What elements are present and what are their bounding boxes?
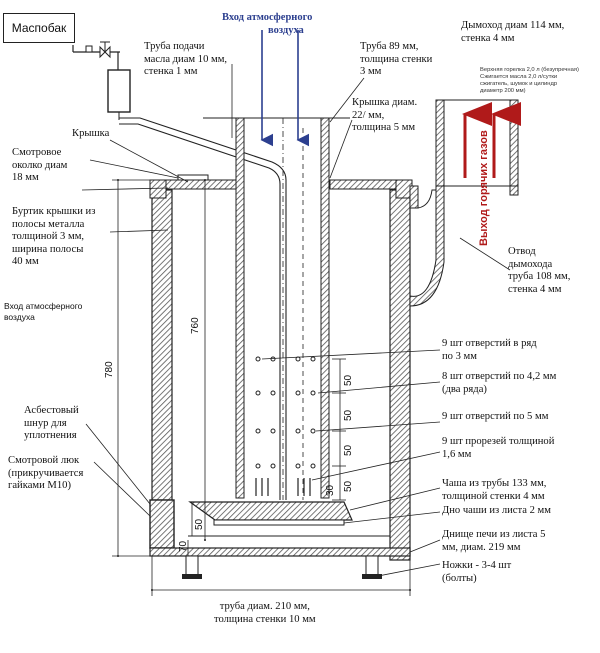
dim-30: 30: [325, 484, 336, 496]
hot-gases-label: Выход горячих газов: [478, 130, 490, 246]
cup-bottom-label: Дно чаши из листа 2 мм: [442, 505, 551, 516]
pipe-slots: [255, 478, 311, 496]
flue-outlet: [409, 99, 519, 307]
air-inlet-top-label-2: воздуха: [268, 25, 304, 36]
slots-label: 9 шт прорезей толщиной 1,6 мм: [442, 436, 555, 460]
cup-label: Чаша из трубы 133 мм, толщиной стенки 4 …: [442, 478, 547, 502]
lid-diam-label: Крышка диам. 22/ мм, толщина 5 мм: [352, 97, 418, 133]
view-window-label: Смотровое околко диам 18 мм: [12, 147, 68, 183]
oil-tank-title: Маспобак: [3, 13, 75, 43]
air-inlet-side-label: Вход атмосферного воздуха: [4, 301, 83, 322]
dim-50-e: 50: [194, 518, 205, 530]
oil-pipe-label: Труба подачи масла диам 10 мм, стенка 1 …: [144, 41, 228, 77]
central-air-pipe: [203, 117, 350, 500]
tiny-note: Верхняя горелка 2,0 л (безупречная) Сжиг…: [480, 67, 579, 94]
dim-760: 760: [190, 317, 201, 334]
dim-50-b: 50: [343, 409, 354, 421]
burner-cup: [188, 501, 390, 537]
dim-70: 70: [178, 540, 189, 552]
lid-rim-label: Буртик крышки из полосы металла толщиной…: [12, 206, 96, 267]
furnace-lid: [149, 174, 413, 199]
air-inlet-top-label: Вход атмосферного: [222, 12, 313, 23]
legs-label: Ножки - 3-4 шт (болты): [442, 560, 512, 584]
dim-50-a: 50: [343, 374, 354, 386]
body-pipe-label: труба диам. 210 мм, толщина стенки 10 мм: [214, 601, 316, 625]
lid-label: Крышка: [72, 128, 110, 139]
asbestos-label: Асбестовый шнур для уплотнения: [24, 405, 79, 441]
holes-42mm-label: 8 шт отверстий по 4,2 мм (два ряда): [442, 371, 557, 395]
air-inlet-arrows: [260, 30, 310, 147]
dim-780: 780: [104, 361, 115, 378]
oil-feed-pipe: [119, 117, 287, 500]
flue-outlet-label: Отвод дымохода труба 108 мм, стенка 4 мм: [508, 246, 571, 295]
pipe-holes: [255, 356, 316, 469]
holes-3mm-label: 9 шт отверстий в ряд по 3 мм: [442, 338, 537, 362]
dim-50-c: 50: [343, 444, 354, 456]
hot-gas-arrows: [462, 102, 521, 178]
oil-tank: [72, 41, 131, 120]
holes-5mm-label: 9 шт отверстий по 5 мм: [442, 411, 549, 422]
furnace-bottom-label: Днище печи из листа 5 мм, диам. 219 мм: [442, 529, 546, 553]
pipe89-label: Труба 89 мм, толщина стенки 3 мм: [360, 41, 433, 77]
dim-50-d: 50: [343, 480, 354, 492]
chimney-label: Дымоход диам 114 мм, стенка 4 мм: [461, 20, 565, 44]
hatch-label: Смотровой люк (прикручивается гайками М1…: [8, 455, 84, 491]
leader-lines: [81, 64, 511, 577]
